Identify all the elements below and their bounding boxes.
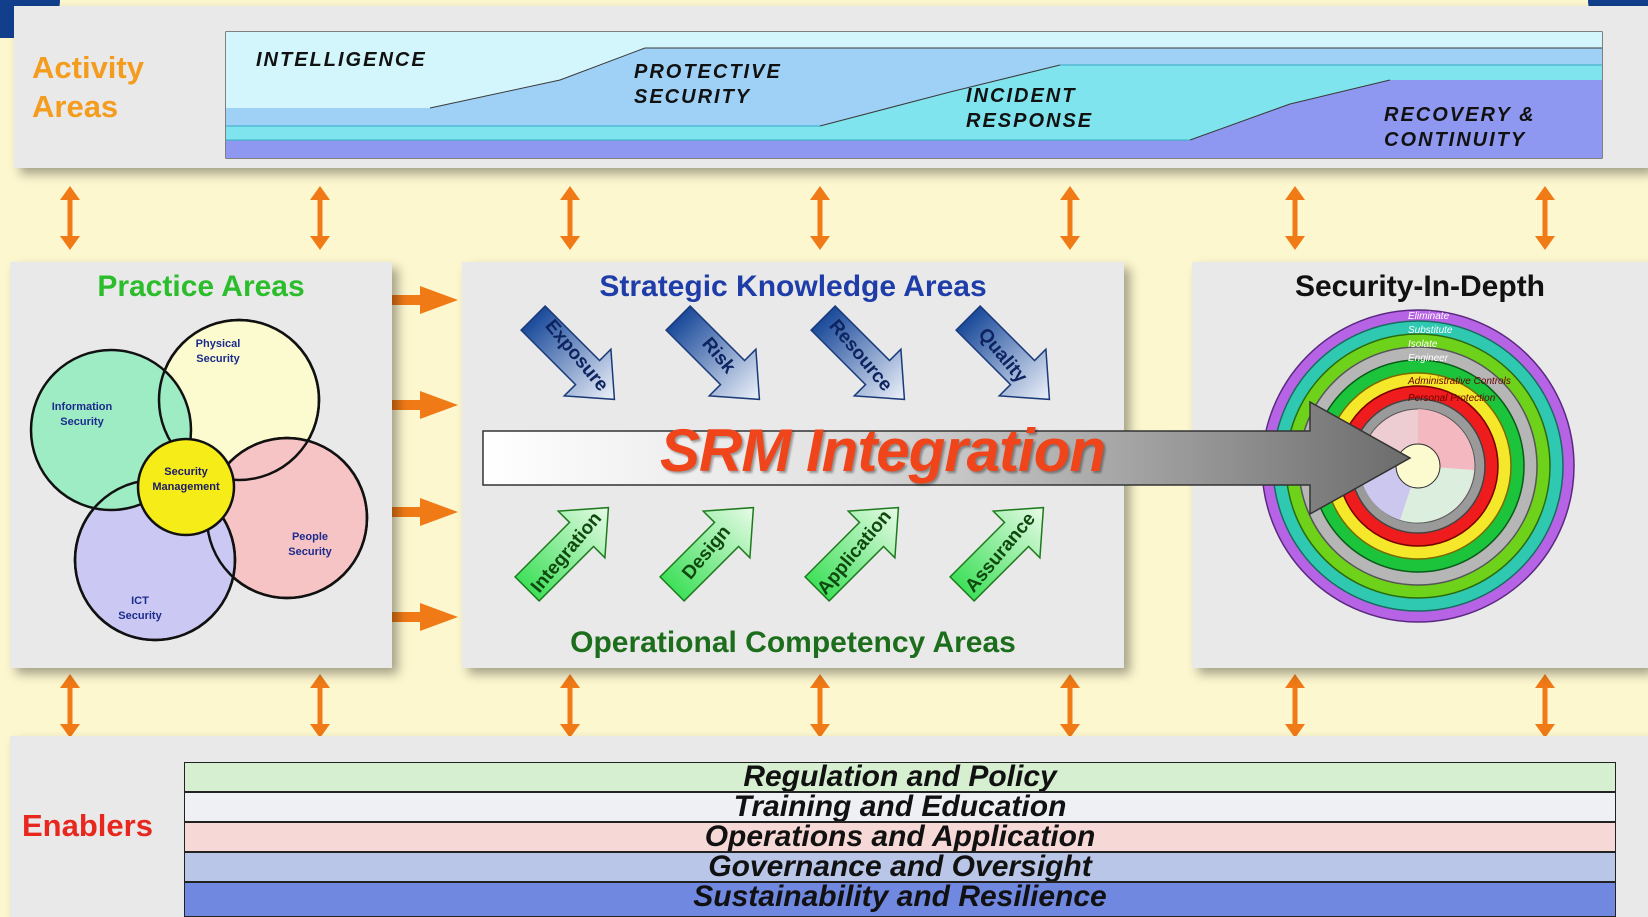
enabler-governance-oversight: Governance and Oversight xyxy=(184,852,1616,882)
venn-label-information-security: Information Security xyxy=(51,401,113,428)
band-intelligence: INTELLIGENCE xyxy=(256,49,427,71)
layer-eliminate: Eliminate xyxy=(1408,311,1450,322)
band-incident-response: INCIDENT RESPONSE xyxy=(966,85,1094,132)
enabler-training-education: Training and Education xyxy=(184,792,1616,822)
layer-isolate: Isolate xyxy=(1408,339,1438,350)
enablers-label: Enablers xyxy=(22,808,153,843)
security-in-depth-title: Security-In-Depth xyxy=(1294,270,1546,303)
venn-label-people-security: People Security xyxy=(288,531,332,558)
activity-areas-label: Activity Areas xyxy=(32,50,144,124)
practice-areas-title: Practice Areas xyxy=(97,270,305,303)
band-protective-security: PROTECTIVE SECURITY xyxy=(634,61,782,108)
enabler-sustainability-resilience: Sustainability and Resilience xyxy=(184,882,1616,917)
layer-personal-protection: Personal Protection xyxy=(1408,393,1496,404)
operational-competency-title: Operational Competency Areas xyxy=(570,626,1016,659)
layer-engineer: Engineer xyxy=(1408,353,1449,364)
venn-label-ict-security: ICT Security xyxy=(118,595,162,622)
srm-integration-label: SRM Integration xyxy=(660,417,1106,484)
venn-label-security-management: Security Management xyxy=(152,466,220,493)
layer-administrative-controls: Administrative Controls xyxy=(1408,376,1511,387)
venn-label-physical-security: Physical Security xyxy=(195,338,241,365)
layer-substitute: Substitute xyxy=(1408,325,1453,336)
enabler-regulation-policy: Regulation and Policy xyxy=(184,762,1616,792)
band-recovery-continuity: RECOVERY & CONTINUITY xyxy=(1384,104,1536,151)
enabler-operations-application: Operations and Application xyxy=(184,822,1616,852)
strategic-knowledge-title: Strategic Knowledge Areas xyxy=(599,270,987,303)
